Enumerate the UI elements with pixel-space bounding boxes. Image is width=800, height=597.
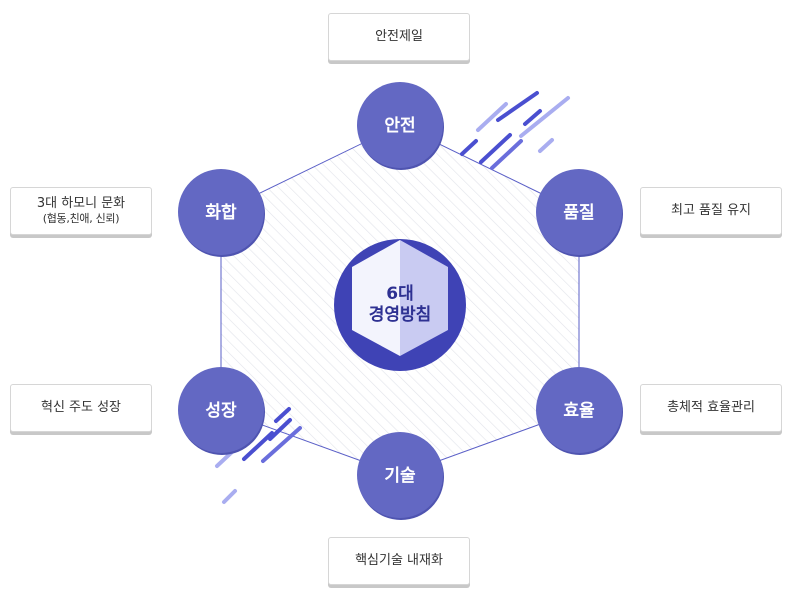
box-harmony: 3대 하모니 문화 (협동,친애, 신뢰) <box>10 187 152 235</box>
node-efficiency-label: 효율 <box>563 401 595 421</box>
box-safety: 안전제일 <box>328 13 470 61</box>
decorative-stripes-top-right <box>460 91 570 170</box>
node-technology-label: 기술 <box>384 466 416 486</box>
node-safety-label: 안전 <box>384 116 415 136</box>
box-safety-text: 안전제일 <box>375 29 423 44</box>
node-efficiency: 효율 <box>536 367 623 455</box>
node-technology: 기술 <box>357 432 444 520</box>
node-harmony: 화합 <box>178 169 265 257</box>
node-growth-label: 성장 <box>205 401 237 421</box>
box-quality-text: 최고 품질 유지 <box>670 203 752 218</box>
node-quality: 품질 <box>536 169 623 257</box>
center-title-line2: 경영방침 <box>369 304 432 325</box>
box-harmony-subtext: (협동,친애, 신뢰) <box>42 212 120 225</box>
box-harmony-text: 3대 하모니 문화 <box>36 196 126 211</box>
center-badge: 6대 경영방침 <box>334 239 466 371</box>
box-quality: 최고 품질 유지 <box>640 187 782 235</box>
box-technology-text: 핵심기술 내재화 <box>355 553 443 568</box>
node-safety: 안전 <box>357 82 444 170</box>
node-harmony-label: 화합 <box>205 202 237 223</box>
box-technology: 핵심기술 내재화 <box>328 537 470 585</box>
box-growth: 혁신 주도 성장 <box>10 384 152 432</box>
box-efficiency: 총체적 효율관리 <box>640 384 782 432</box>
box-efficiency-text: 총체적 효율관리 <box>667 400 755 415</box>
center-hexagon-right <box>400 240 448 356</box>
node-quality-label: 품질 <box>563 202 594 223</box>
node-growth: 성장 <box>178 367 265 455</box>
center-title-line1: 6대 <box>386 284 413 304</box>
box-growth-text: 혁신 주도 성장 <box>40 400 122 415</box>
